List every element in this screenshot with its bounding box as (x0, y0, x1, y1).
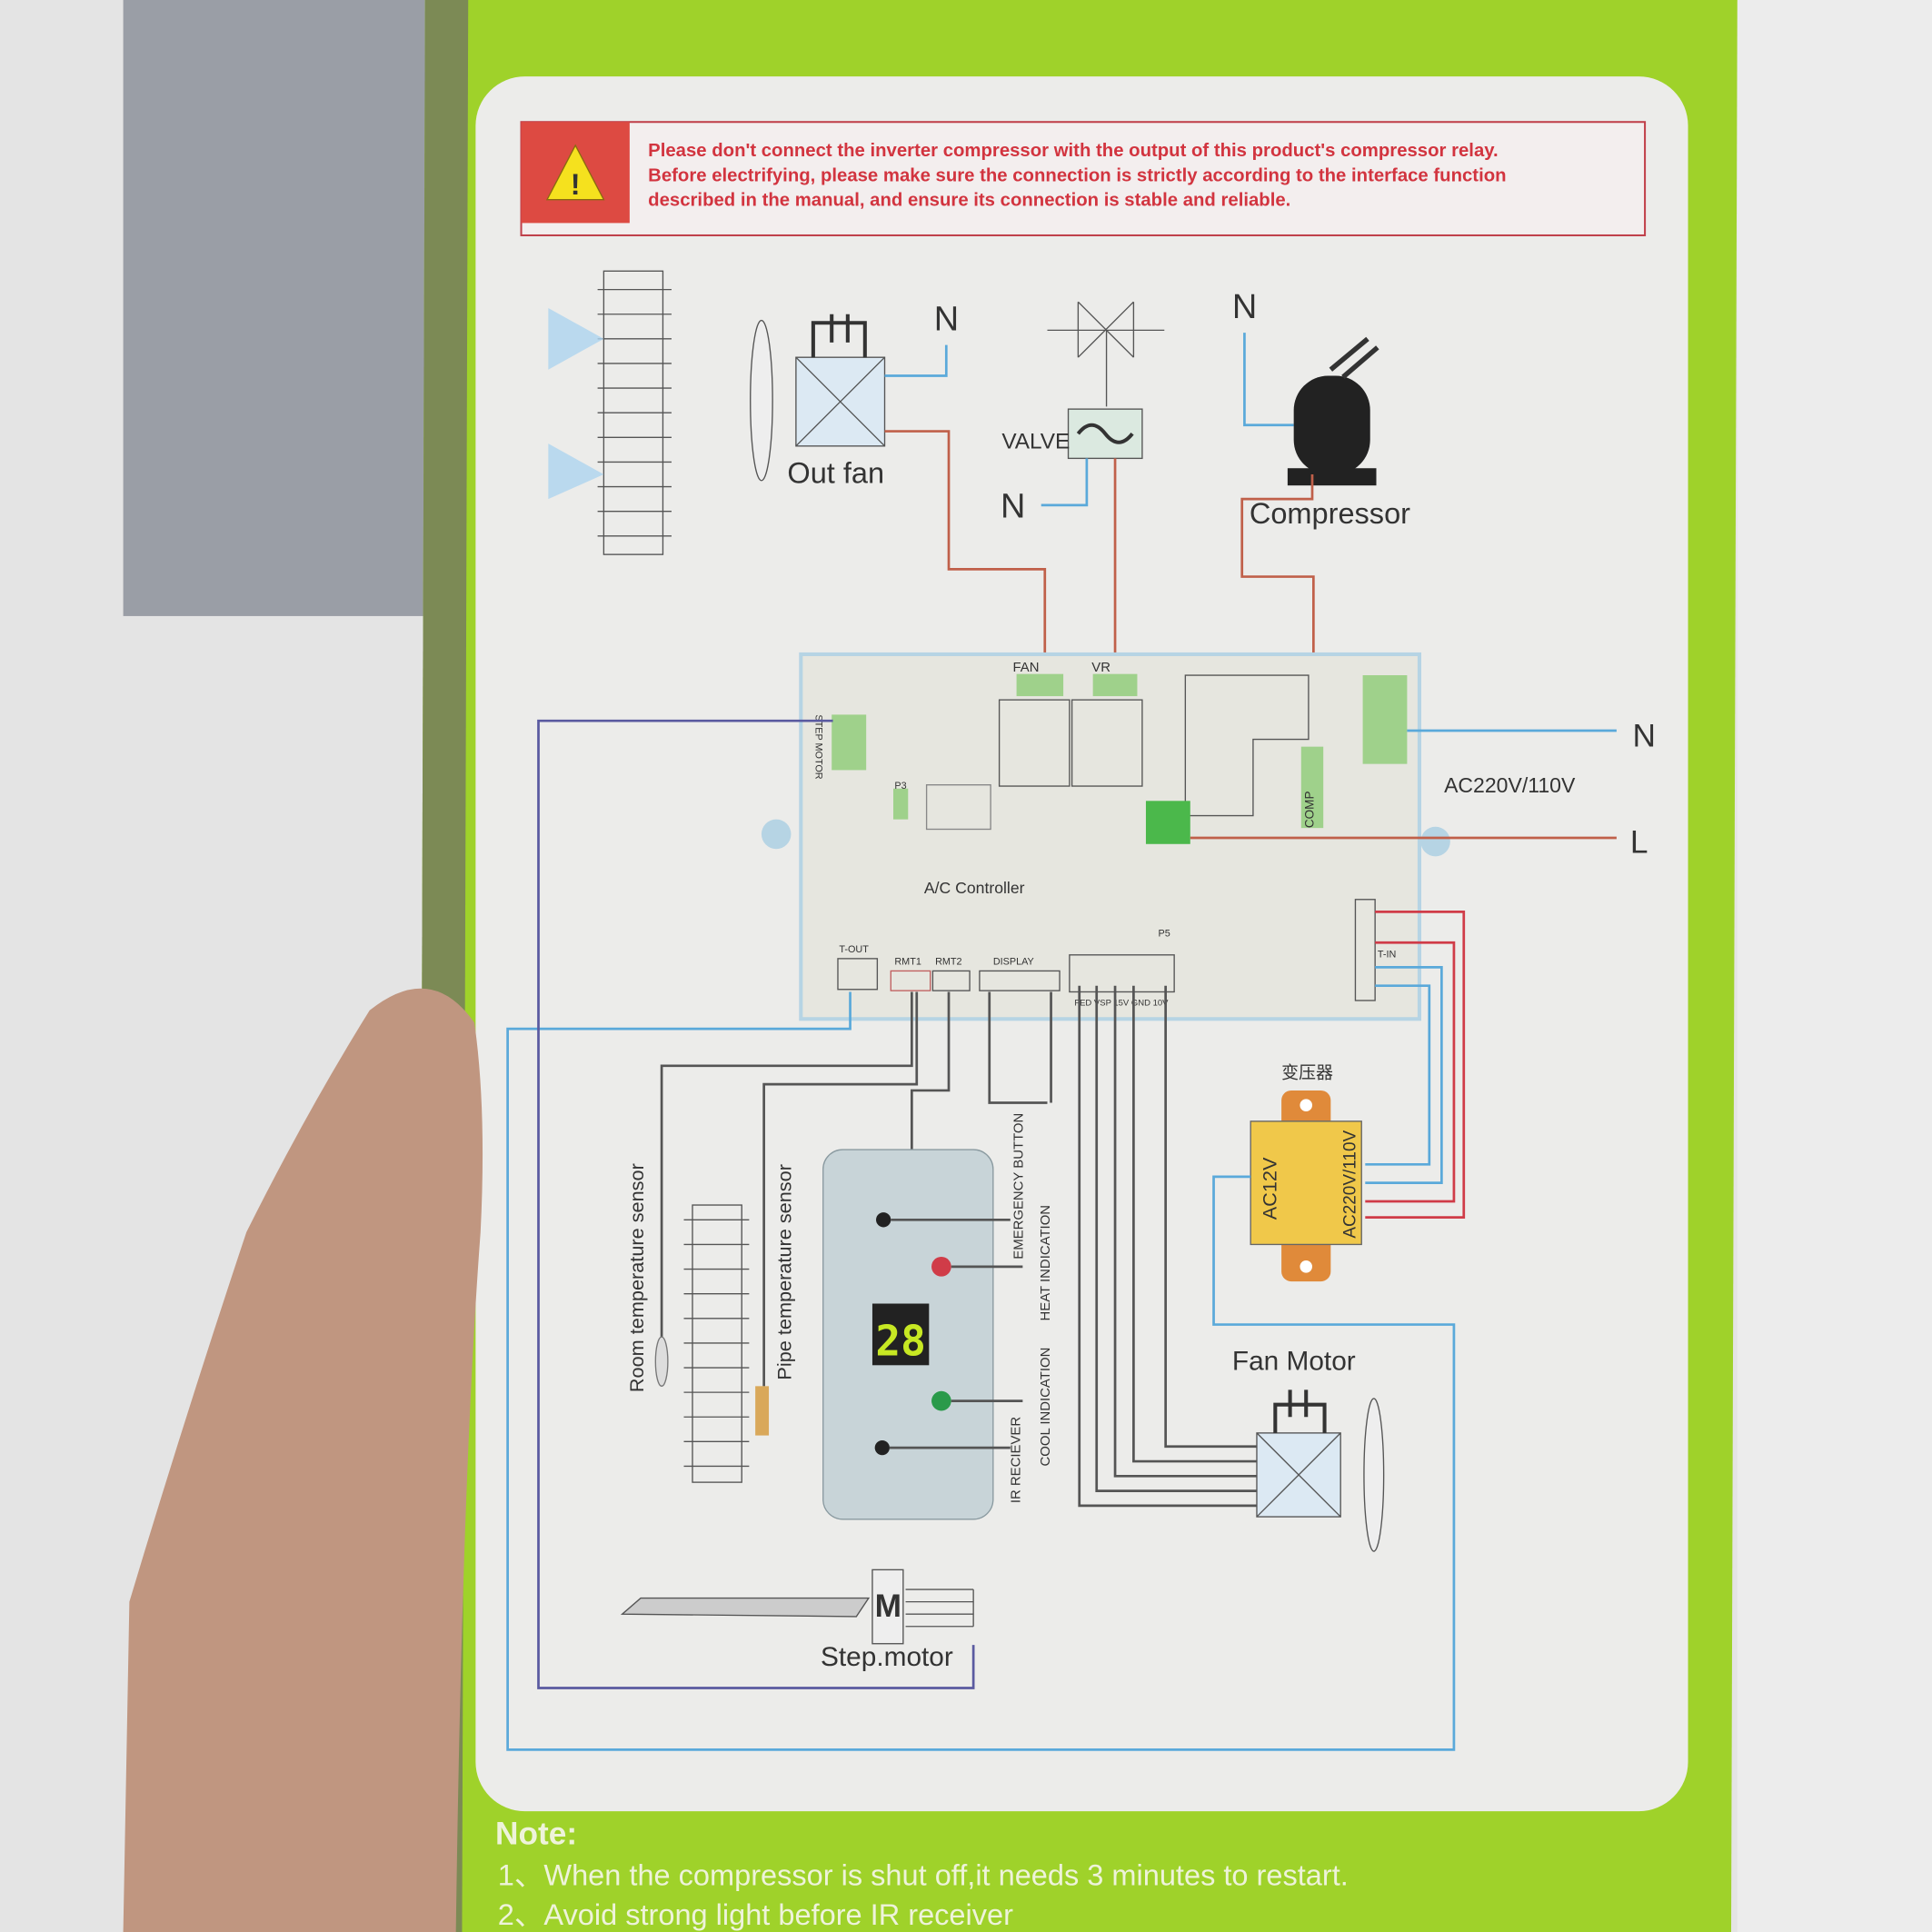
ac12v-label: AC12V (1259, 1157, 1281, 1220)
neutral-label: N (1232, 288, 1257, 326)
emergency-button-icon (876, 1212, 891, 1228)
valve-label: VALVE (1001, 430, 1070, 454)
rmt1-label: RMT1 (894, 957, 921, 968)
fan-motor-label: Fan Motor (1232, 1347, 1356, 1377)
step-motor-port-label: STEP MOTOR (813, 714, 824, 779)
warning-line: described in the manual, and ensure its … (648, 190, 1290, 210)
svg-text:!: ! (571, 168, 581, 201)
warning-line: Please don't connect the inverter compre… (648, 141, 1499, 161)
display-digits: 28 (875, 1316, 925, 1365)
step-motor (871, 1569, 974, 1645)
heat-indicator-icon (931, 1256, 951, 1277)
ir-receiver-icon (874, 1440, 890, 1456)
cool-indication-label: COOL INDICATION (1039, 1348, 1053, 1467)
fan-port-label: FAN (1013, 661, 1040, 675)
display-port-label: DISPLAY (993, 957, 1034, 968)
fan-motor (1256, 1389, 1385, 1552)
power-label: AC220V/110V (1444, 773, 1576, 797)
warning-icon (545, 144, 605, 201)
valve (1047, 301, 1165, 460)
p3-label: P3 (894, 781, 906, 792)
pipe-sensor-icon (755, 1386, 770, 1436)
note-item: 2、Avoid strong light before IR receiver (498, 1898, 1013, 1931)
step-motor-label: Step.motor (821, 1642, 953, 1672)
out-fan (750, 314, 886, 482)
out-fan-label: Out fan (787, 456, 884, 489)
step-motor-m-label: M (875, 1588, 901, 1624)
mains-neutral-label: N (1633, 719, 1656, 754)
rmt2-label: RMT2 (935, 957, 961, 968)
transformer-label: 变压器 (1281, 1062, 1333, 1082)
display-panel (822, 1149, 1023, 1520)
room-sensor-icon (654, 1336, 669, 1388)
compressor-label: Compressor (1250, 497, 1410, 530)
compressor (1287, 336, 1379, 486)
vr-port-label: VR (1091, 661, 1110, 675)
t-out-label: T-OUT (839, 944, 869, 955)
mains-live-label: L (1630, 824, 1648, 860)
p5-label: P5 (1159, 928, 1170, 939)
neutral-label: N (934, 300, 959, 338)
pipe-sensor-label: Pipe temperature sensor (772, 1164, 795, 1379)
warning-line: Before electrifying, please make sure th… (648, 165, 1506, 185)
ir-receiver-label: IR RECIEVER (1010, 1417, 1024, 1503)
transformer (1250, 1090, 1362, 1282)
neutral-label: N (1001, 487, 1025, 525)
note-item: 1、When the compressor is shut off,it nee… (498, 1858, 1349, 1891)
emergency-button-label: EMERGENCY BUTTON (1011, 1113, 1026, 1260)
room-sensor-label: Room temperature sensor (625, 1163, 648, 1392)
transformer-input-label: AC220V/110V (1340, 1130, 1359, 1238)
pin-labels: FED VSP 15V GND 10V (1074, 998, 1169, 1008)
evaporator-coil (683, 1204, 750, 1483)
warning-banner: ! Please don't connect the inverter comp… (520, 121, 1647, 236)
background-object (123, 0, 432, 616)
note-title: Note: (495, 1817, 577, 1852)
heat-indication-label: HEAT INDICATION (1039, 1205, 1053, 1321)
t-in-label: T-IN (1378, 950, 1396, 961)
cool-indicator-icon (931, 1390, 951, 1411)
hand (123, 988, 483, 1932)
comp-port-label: COMP (1302, 791, 1316, 828)
condenser-coil (597, 270, 672, 555)
louver (620, 1597, 871, 1618)
controller-label: A/C Controller (924, 879, 1025, 897)
